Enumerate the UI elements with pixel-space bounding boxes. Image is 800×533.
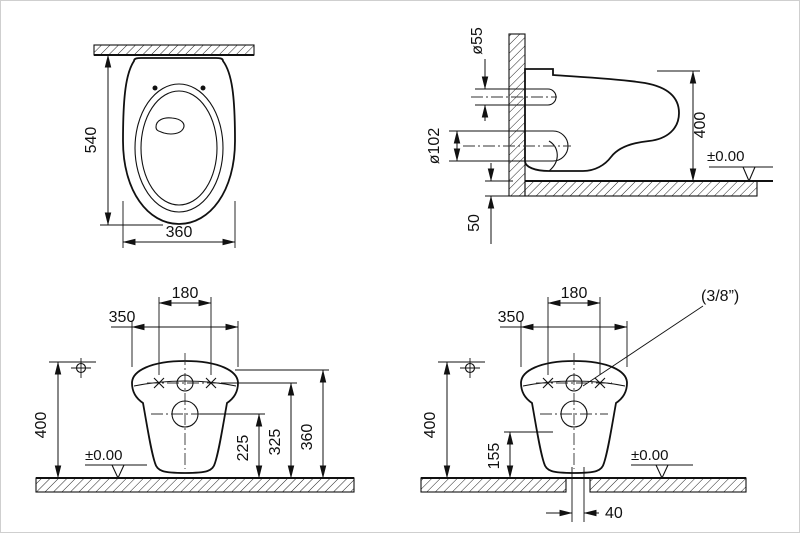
inlet-hole-right [565, 374, 583, 392]
dim-400-side-label: 400 [692, 112, 709, 139]
fixing-point-marker-right [460, 358, 480, 378]
hinge-dot-left [152, 85, 158, 91]
seat-ring-outer [134, 83, 224, 213]
datum-side-label: ±0.00 [707, 148, 744, 165]
front-view-left: 180 350 400 225 325 360 ±0.00 [33, 285, 355, 493]
dim-o102-label: ø102 [426, 128, 443, 165]
floor-section-front-left [35, 477, 355, 493]
dim-400-left-label: 400 [33, 412, 50, 439]
wall-section-side [508, 33, 526, 197]
dim-50-label: 50 [466, 214, 483, 232]
trap-curve [548, 140, 558, 172]
dim-350-right-label: 350 [498, 309, 525, 326]
seat-ring-inner [140, 90, 218, 206]
fixing-point-marker-left [71, 358, 91, 378]
dim-180-left-label: 180 [172, 285, 199, 302]
floor-section-front-right-a [420, 477, 567, 493]
dim-o55-label: ø55 [469, 27, 486, 55]
floor-section-front-right-b [589, 477, 747, 493]
dim-325-label: 325 [267, 429, 284, 456]
datum-side-symbol [742, 166, 756, 183]
floor-section-side [524, 180, 758, 197]
front-view-right: 180 350 (3/8”) 400 155 40 ±0.00 [420, 285, 747, 522]
datum-left-label: ±0.00 [85, 447, 122, 464]
dim-540-label: 540 [83, 127, 100, 154]
top-view: 540 360 [83, 44, 255, 248]
dim-40-label: 40 [605, 505, 623, 522]
dim-225-label: 225 [235, 435, 252, 462]
dim-400-right-label: 400 [422, 412, 439, 439]
outlet-hole-left [171, 400, 199, 428]
hinge-dot-right [200, 85, 206, 91]
side-view: ø55 ø102 400 50 ±0.00 [426, 27, 773, 244]
fixing-hole-left-b [205, 377, 217, 389]
valve-size-label: (3/8”) [701, 288, 739, 305]
fixing-hole-left-a [153, 377, 165, 389]
dim-350-left-label: 350 [109, 309, 136, 326]
dim-180-right-label: 180 [561, 285, 588, 302]
dim-155-label: 155 [486, 443, 503, 470]
datum-right-symbol [655, 464, 669, 480]
dim-360-label: 360 [166, 224, 193, 241]
valve-leader-line [582, 305, 704, 387]
datum-right-label: ±0.00 [631, 447, 668, 464]
dim-360-rim-label: 360 [299, 424, 316, 451]
water-spot [155, 117, 185, 135]
toilet-outline-top [122, 57, 236, 225]
datum-left-symbol [111, 464, 125, 480]
fixing-hole-right-a [542, 377, 554, 389]
outlet-hole-right [560, 400, 588, 428]
toilet-outline-side [524, 68, 680, 172]
wall-section [93, 44, 255, 56]
inlet-hole-left [176, 374, 194, 392]
fixing-hole-right-b [594, 377, 606, 389]
